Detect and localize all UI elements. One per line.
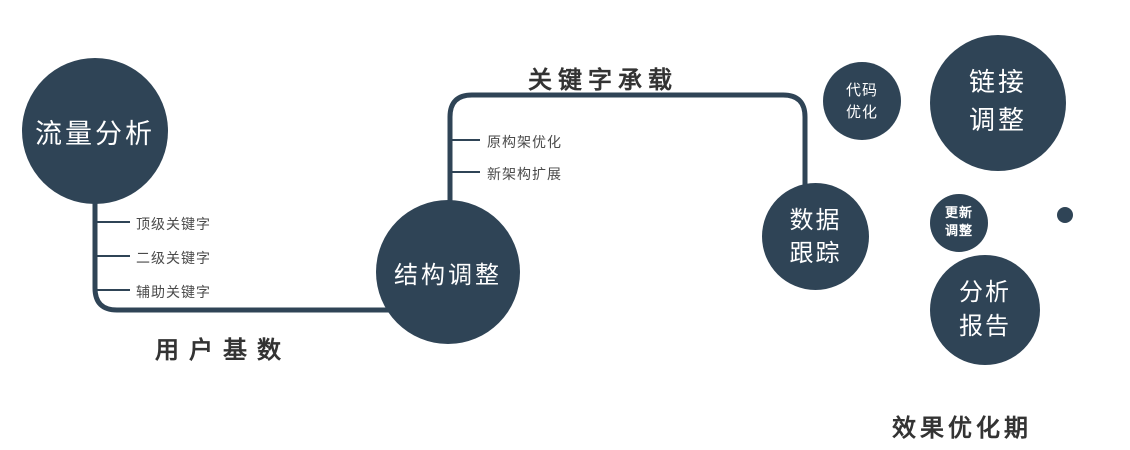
node-label-line: 链接 [968, 68, 1027, 99]
bullet-dot [1057, 207, 1073, 223]
edge-label-user-base: 用户基数 [155, 336, 291, 364]
node-label: 结构调整 [394, 260, 502, 289]
node-label-line: 调整 [944, 224, 973, 239]
node-link-adjustment: 链接 调整 [930, 35, 1066, 171]
node-label-line: 调整 [968, 106, 1027, 136]
node-data-tracking: 数据 跟踪 [762, 183, 869, 290]
branch-label-new-architecture: 新架构扩展 [487, 167, 562, 183]
edge-traffic-to-structure [92, 190, 392, 313]
node-label-line: 代码 [845, 80, 878, 99]
node-label: 流量分析 [35, 118, 155, 150]
phase-label-effect-optimization: 效果优化期 [892, 414, 1032, 442]
node-code-optimization: 代码 优化 [823, 62, 901, 140]
node-traffic-analysis: 流量分析 [22, 58, 168, 204]
edge-structure-to-tracking [447, 92, 808, 210]
node-label-line: 分析 [959, 278, 1011, 307]
node-label-line: 跟踪 [789, 238, 842, 267]
node-label-line: 报告 [959, 312, 1011, 340]
edge-label-keyword-carrying: 关键字承载 [528, 66, 678, 94]
node-label-line: 更新 [944, 206, 973, 222]
node-label-line: 优化 [845, 103, 878, 121]
branch-label-top-keywords: 顶级关键字 [136, 217, 211, 233]
node-label-line: 数据 [789, 206, 842, 235]
node-update-adjustment: 更新 调整 [930, 194, 988, 252]
branch-label-original-architecture: 原构架优化 [487, 135, 562, 151]
node-structure-adjustment: 结构调整 [376, 200, 520, 344]
branch-label-auxiliary-keywords: 辅助关键字 [136, 285, 211, 301]
branch-label-secondary-keywords: 二级关键字 [136, 251, 211, 267]
node-analysis-report: 分析 报告 [930, 255, 1040, 365]
